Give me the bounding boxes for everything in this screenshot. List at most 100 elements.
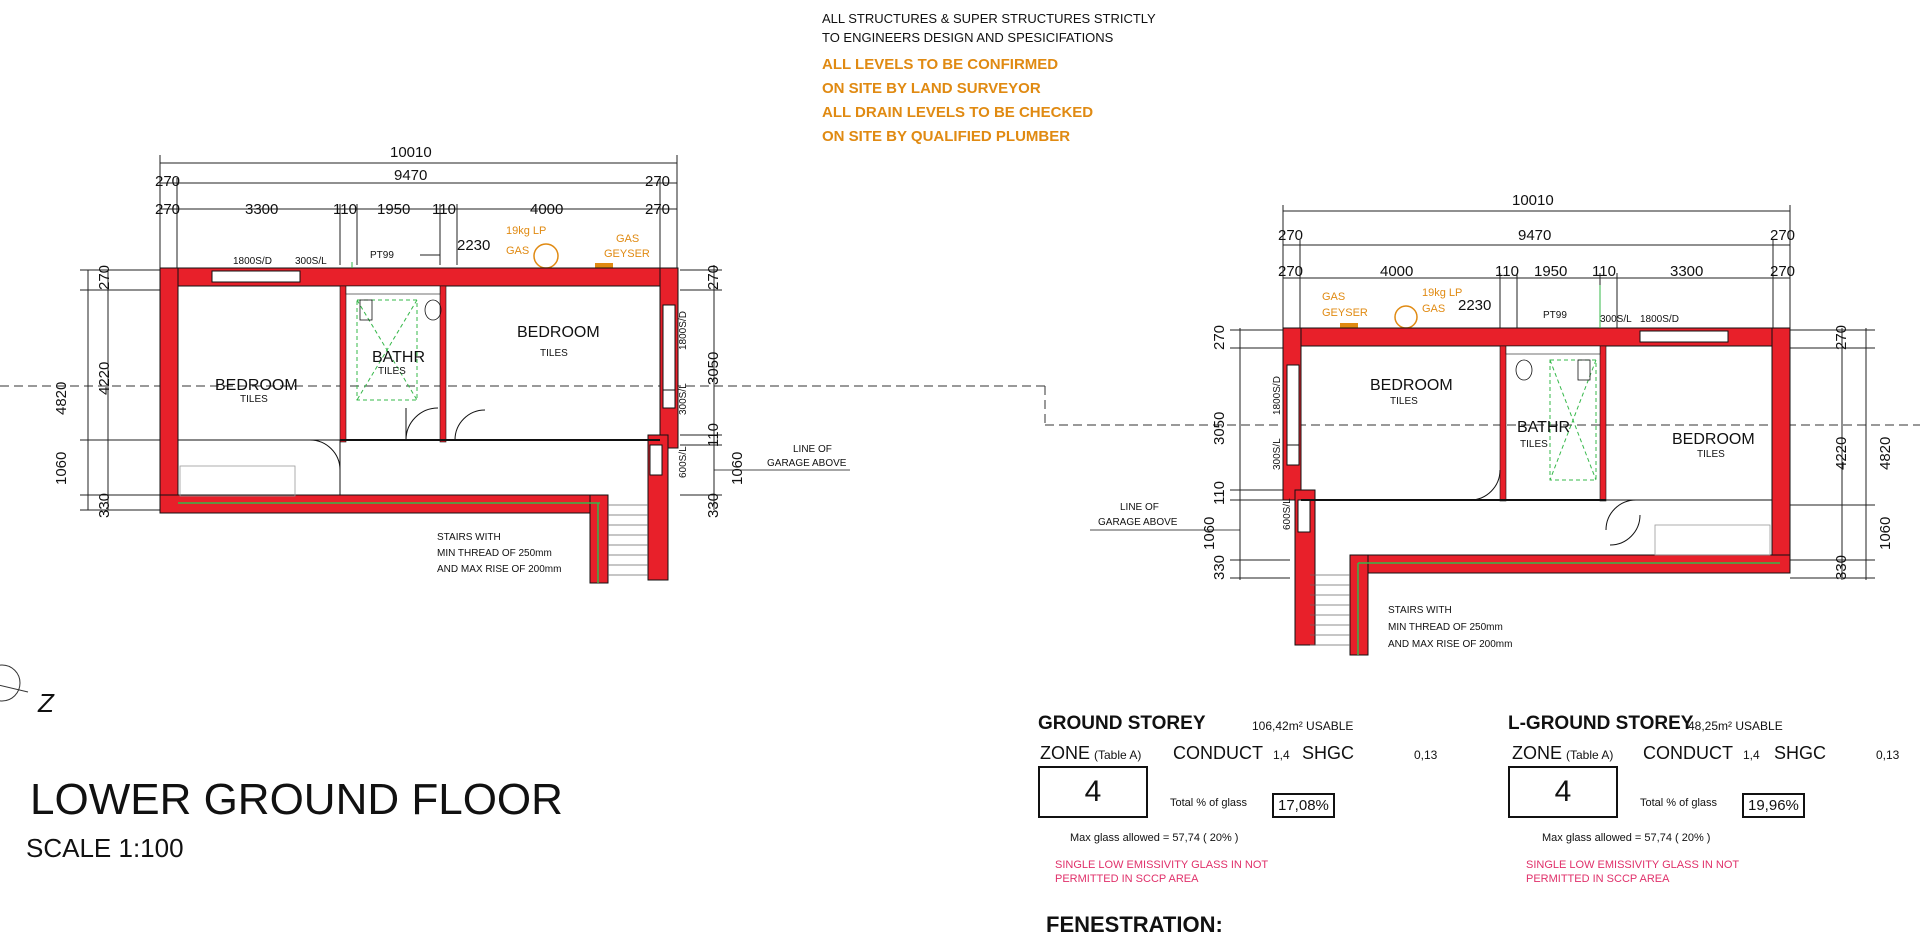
- svg-text:600S/L: 600S/L: [678, 446, 689, 478]
- svg-text:1060: 1060: [53, 452, 70, 485]
- svg-text:110: 110: [1211, 481, 1228, 505]
- svg-text:GAS: GAS: [1322, 291, 1345, 303]
- svg-text:270: 270: [645, 201, 670, 218]
- geyser-right: [1340, 323, 1358, 330]
- lground-area: 48,25m² USABLE: [1688, 719, 1783, 733]
- dim-overall-right: 10010: [1512, 192, 1554, 209]
- ground-zone-value: 4: [1038, 766, 1148, 818]
- svg-text:TILES: TILES: [378, 366, 406, 377]
- svg-text:270: 270: [1770, 227, 1795, 244]
- svg-text:270: 270: [1278, 263, 1303, 280]
- svg-text:300S/L: 300S/L: [1600, 314, 1632, 325]
- ground-heading: GROUND STOREY: [1038, 713, 1206, 734]
- room-bathroom-2: BATHR: [1517, 419, 1570, 436]
- svg-text:MIN THREAD OF 250mm: MIN THREAD OF 250mm: [1388, 622, 1503, 633]
- svg-text:3300: 3300: [1670, 263, 1703, 280]
- svg-text:LINE OF: LINE OF: [1120, 502, 1159, 513]
- lground-heading: L-GROUND STOREY: [1508, 713, 1694, 734]
- gas-cylinder-right: [1394, 305, 1418, 329]
- svg-text:1800S/D: 1800S/D: [233, 256, 272, 267]
- svg-text:2230: 2230: [1458, 297, 1491, 314]
- svg-text:110: 110: [432, 201, 456, 218]
- fenestration-heading: FENESTRATION:: [1046, 912, 1223, 937]
- note-drain: ALL DRAIN LEVELS TO BE CHECKED: [822, 104, 1094, 121]
- note-engineers: TO ENGINEERS DESIGN AND SPESICIFATIONS: [822, 30, 1114, 45]
- right-plan: 10010 9470 270 270 270 270 4000 110 1950…: [1090, 192, 1894, 656]
- svg-text:270: 270: [1770, 263, 1795, 280]
- svg-text:19kg LP: 19kg LP: [1422, 287, 1462, 299]
- lground-zone-label: ZONE: [1512, 743, 1563, 763]
- room-bedroom-3: BEDROOM: [1370, 377, 1453, 394]
- svg-text:4820: 4820: [53, 382, 70, 415]
- svg-text:330: 330: [96, 493, 113, 518]
- svg-text:270: 270: [645, 173, 670, 190]
- svg-text:330: 330: [705, 493, 722, 518]
- svg-text:GARAGE ABOVE: GARAGE ABOVE: [767, 458, 847, 469]
- svg-text:3050: 3050: [1211, 412, 1228, 445]
- svg-text:4000: 4000: [1380, 263, 1413, 280]
- note-plumber: ON SITE BY QUALIFIED PLUMBER: [822, 128, 1071, 145]
- svg-text:330: 330: [1833, 555, 1850, 580]
- svg-text:GEYSER: GEYSER: [604, 248, 650, 260]
- svg-text:1950: 1950: [377, 201, 410, 218]
- svg-text:1060: 1060: [1877, 517, 1894, 550]
- ground-glass-pct: 17,08%: [1272, 793, 1335, 818]
- svg-text:270: 270: [155, 173, 180, 190]
- svg-text:270: 270: [705, 265, 722, 290]
- note-levels: ALL LEVELS TO BE CONFIRMED: [822, 56, 1059, 73]
- svg-text:300S/L: 300S/L: [1272, 438, 1283, 470]
- note-surveyor: ON SITE BY LAND SURVEYOR: [822, 80, 1041, 97]
- svg-text:110: 110: [333, 201, 357, 218]
- svg-text:110: 110: [1495, 263, 1519, 280]
- left-plan: 10010 9470 270 270 270 270 3300 110 1950…: [53, 144, 850, 584]
- svg-text:1800S/D: 1800S/D: [1272, 376, 1283, 415]
- svg-text:300S/L: 300S/L: [678, 383, 689, 415]
- svg-text:270: 270: [96, 265, 113, 290]
- svg-text:300S/L: 300S/L: [295, 256, 327, 267]
- svg-text:GAS: GAS: [616, 233, 639, 245]
- lground-glass-pct: 19,96%: [1742, 793, 1805, 818]
- svg-text:600S/L: 600S/L: [1282, 498, 1293, 530]
- svg-text:4220: 4220: [1833, 437, 1850, 470]
- svg-text:270: 270: [1833, 325, 1850, 350]
- svg-text:GARAGE ABOVE: GARAGE ABOVE: [1098, 517, 1178, 528]
- svg-text:GAS: GAS: [506, 245, 529, 257]
- drawing-title: LOWER GROUND FLOOR: [30, 775, 563, 824]
- svg-text:STAIRS WITH: STAIRS WITH: [437, 532, 501, 543]
- dim-inner-right: 9470: [1518, 227, 1551, 244]
- svg-text:TILES: TILES: [1697, 449, 1725, 460]
- svg-text:19kg LP: 19kg LP: [506, 225, 546, 237]
- svg-text:AND MAX RISE OF 200mm: AND MAX RISE OF 200mm: [1388, 639, 1512, 650]
- svg-text:4220: 4220: [96, 362, 113, 395]
- svg-text:PT99: PT99: [1543, 310, 1567, 321]
- drawing-scale: SCALE 1:100: [26, 833, 184, 863]
- svg-text:2230: 2230: [457, 237, 490, 254]
- room-bathroom: BATHR: [372, 349, 425, 366]
- svg-text:LINE OF: LINE OF: [793, 444, 832, 455]
- svg-text:1800S/D: 1800S/D: [678, 311, 689, 350]
- ground-zone-label: ZONE: [1040, 743, 1091, 763]
- north-label: Z: [37, 688, 55, 718]
- svg-text:1060: 1060: [729, 452, 746, 485]
- dim-inner: 9470: [394, 167, 427, 184]
- svg-text:1950: 1950: [1534, 263, 1567, 280]
- svg-text:3300: 3300: [245, 201, 278, 218]
- svg-text:3050: 3050: [705, 352, 722, 385]
- room-bedroom-2: BEDROOM: [517, 324, 600, 341]
- svg-text:STAIRS WITH: STAIRS WITH: [1388, 605, 1452, 616]
- svg-text:270: 270: [155, 201, 180, 218]
- svg-text:1060: 1060: [1201, 517, 1218, 550]
- svg-text:4000: 4000: [530, 201, 563, 218]
- geyser-left: [595, 263, 613, 270]
- svg-text:GEYSER: GEYSER: [1322, 307, 1368, 319]
- svg-text:GAS: GAS: [1422, 303, 1445, 315]
- svg-text:270: 270: [1278, 227, 1303, 244]
- room-bedroom-4: BEDROOM: [1672, 431, 1755, 448]
- svg-text:110: 110: [1592, 263, 1616, 280]
- svg-text:270: 270: [1211, 325, 1228, 350]
- svg-text:110: 110: [705, 423, 722, 447]
- note-structures: ALL STRUCTURES & SUPER STRUCTURES STRICT…: [822, 11, 1156, 26]
- svg-text:TILES: TILES: [240, 394, 268, 405]
- svg-text:AND MAX RISE OF 200mm: AND MAX RISE OF 200mm: [437, 564, 561, 575]
